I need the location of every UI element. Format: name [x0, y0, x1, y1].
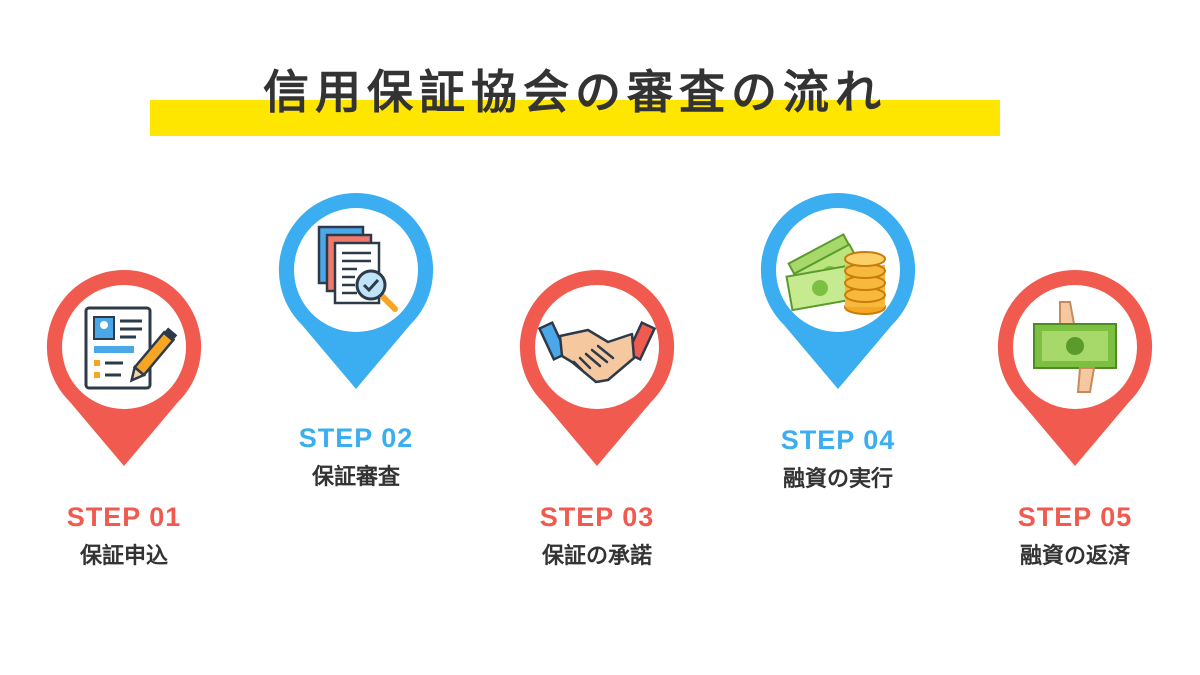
- step-5-label: STEP 05: [1017, 502, 1133, 532]
- page-title: 信用保証協会の審査の流れ: [263, 65, 887, 119]
- hand-banknote-icon: [1033, 301, 1117, 393]
- step-4: STEP 04 融資の実行: [718, 185, 958, 495]
- step-4-text: 融資の実行: [782, 467, 893, 492]
- step-1-text: 保証申込: [79, 544, 168, 569]
- step-2: STEP 02 保証審査: [236, 185, 476, 493]
- step-3-text: 保証の承諾: [541, 544, 652, 569]
- application-form-pen-icon: [84, 306, 178, 390]
- map-pin-red: [997, 269, 1153, 466]
- handshake-icon: [537, 320, 657, 384]
- documents-magnifier-icon: [317, 225, 398, 312]
- step-3-label: STEP 03: [539, 502, 655, 532]
- step-5-text: 融資の返済: [1019, 544, 1130, 569]
- title-block: 信用保証協会の審査の流れ: [150, 58, 1000, 140]
- step-3: STEP 03 保証の承諾: [477, 262, 717, 572]
- step-5: STEP 05 融資の返済: [955, 262, 1195, 572]
- map-pin-red: [46, 269, 202, 466]
- map-pin-blue: [760, 192, 916, 389]
- step-1-label: STEP 01: [66, 502, 182, 532]
- map-pin-blue: [278, 192, 434, 389]
- money-coins-icon: [785, 233, 886, 315]
- step-2-label: STEP 02: [298, 423, 414, 453]
- step-4-label: STEP 04: [780, 425, 896, 455]
- title-highlight-bar: [150, 100, 1000, 136]
- map-pin-red: [519, 269, 675, 466]
- step-1: STEP 01 保証申込: [4, 262, 244, 572]
- step-2-text: 保証審査: [311, 465, 400, 490]
